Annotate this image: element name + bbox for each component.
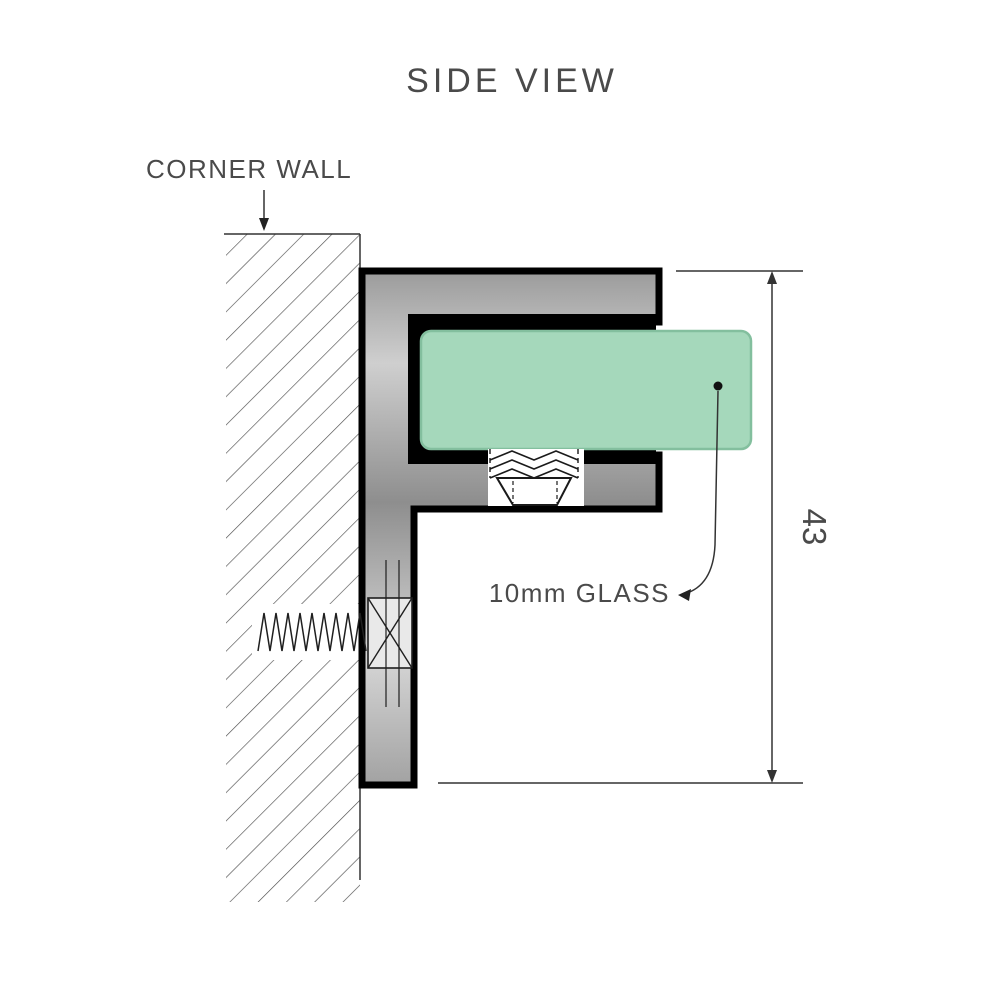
grub-thread-1 (489, 450, 579, 461)
wall-hatching (226, 234, 360, 902)
screw-head-cross-2 (367, 597, 413, 669)
down-arrow-icon (259, 218, 269, 231)
corner-wall-callout: CORNER WALL (146, 154, 352, 231)
page-title: SIDE VIEW (406, 62, 618, 100)
leader-arrow-icon (678, 589, 691, 601)
grub-screw-tip (495, 477, 573, 506)
fixing-screw (257, 560, 413, 707)
grub-thread-2 (489, 459, 579, 470)
screw-thread (257, 612, 367, 652)
dimension-arrow-up-icon (767, 271, 777, 284)
glass-panel (419, 329, 753, 451)
glass-callout: 10mm GLASS (489, 381, 723, 608)
leader-dot (713, 381, 723, 391)
corner-wall-label: CORNER WALL (146, 154, 352, 184)
dimension-arrow-down-icon (767, 770, 777, 783)
dimension-bracket-height: 43 (438, 270, 833, 784)
corner-wall (224, 233, 361, 902)
dimension-value: 43 (796, 509, 833, 546)
glass-label: 10mm GLASS (489, 578, 670, 608)
screw-backing (252, 604, 360, 660)
bracket-body (358, 267, 663, 789)
grub-screw (488, 449, 584, 506)
